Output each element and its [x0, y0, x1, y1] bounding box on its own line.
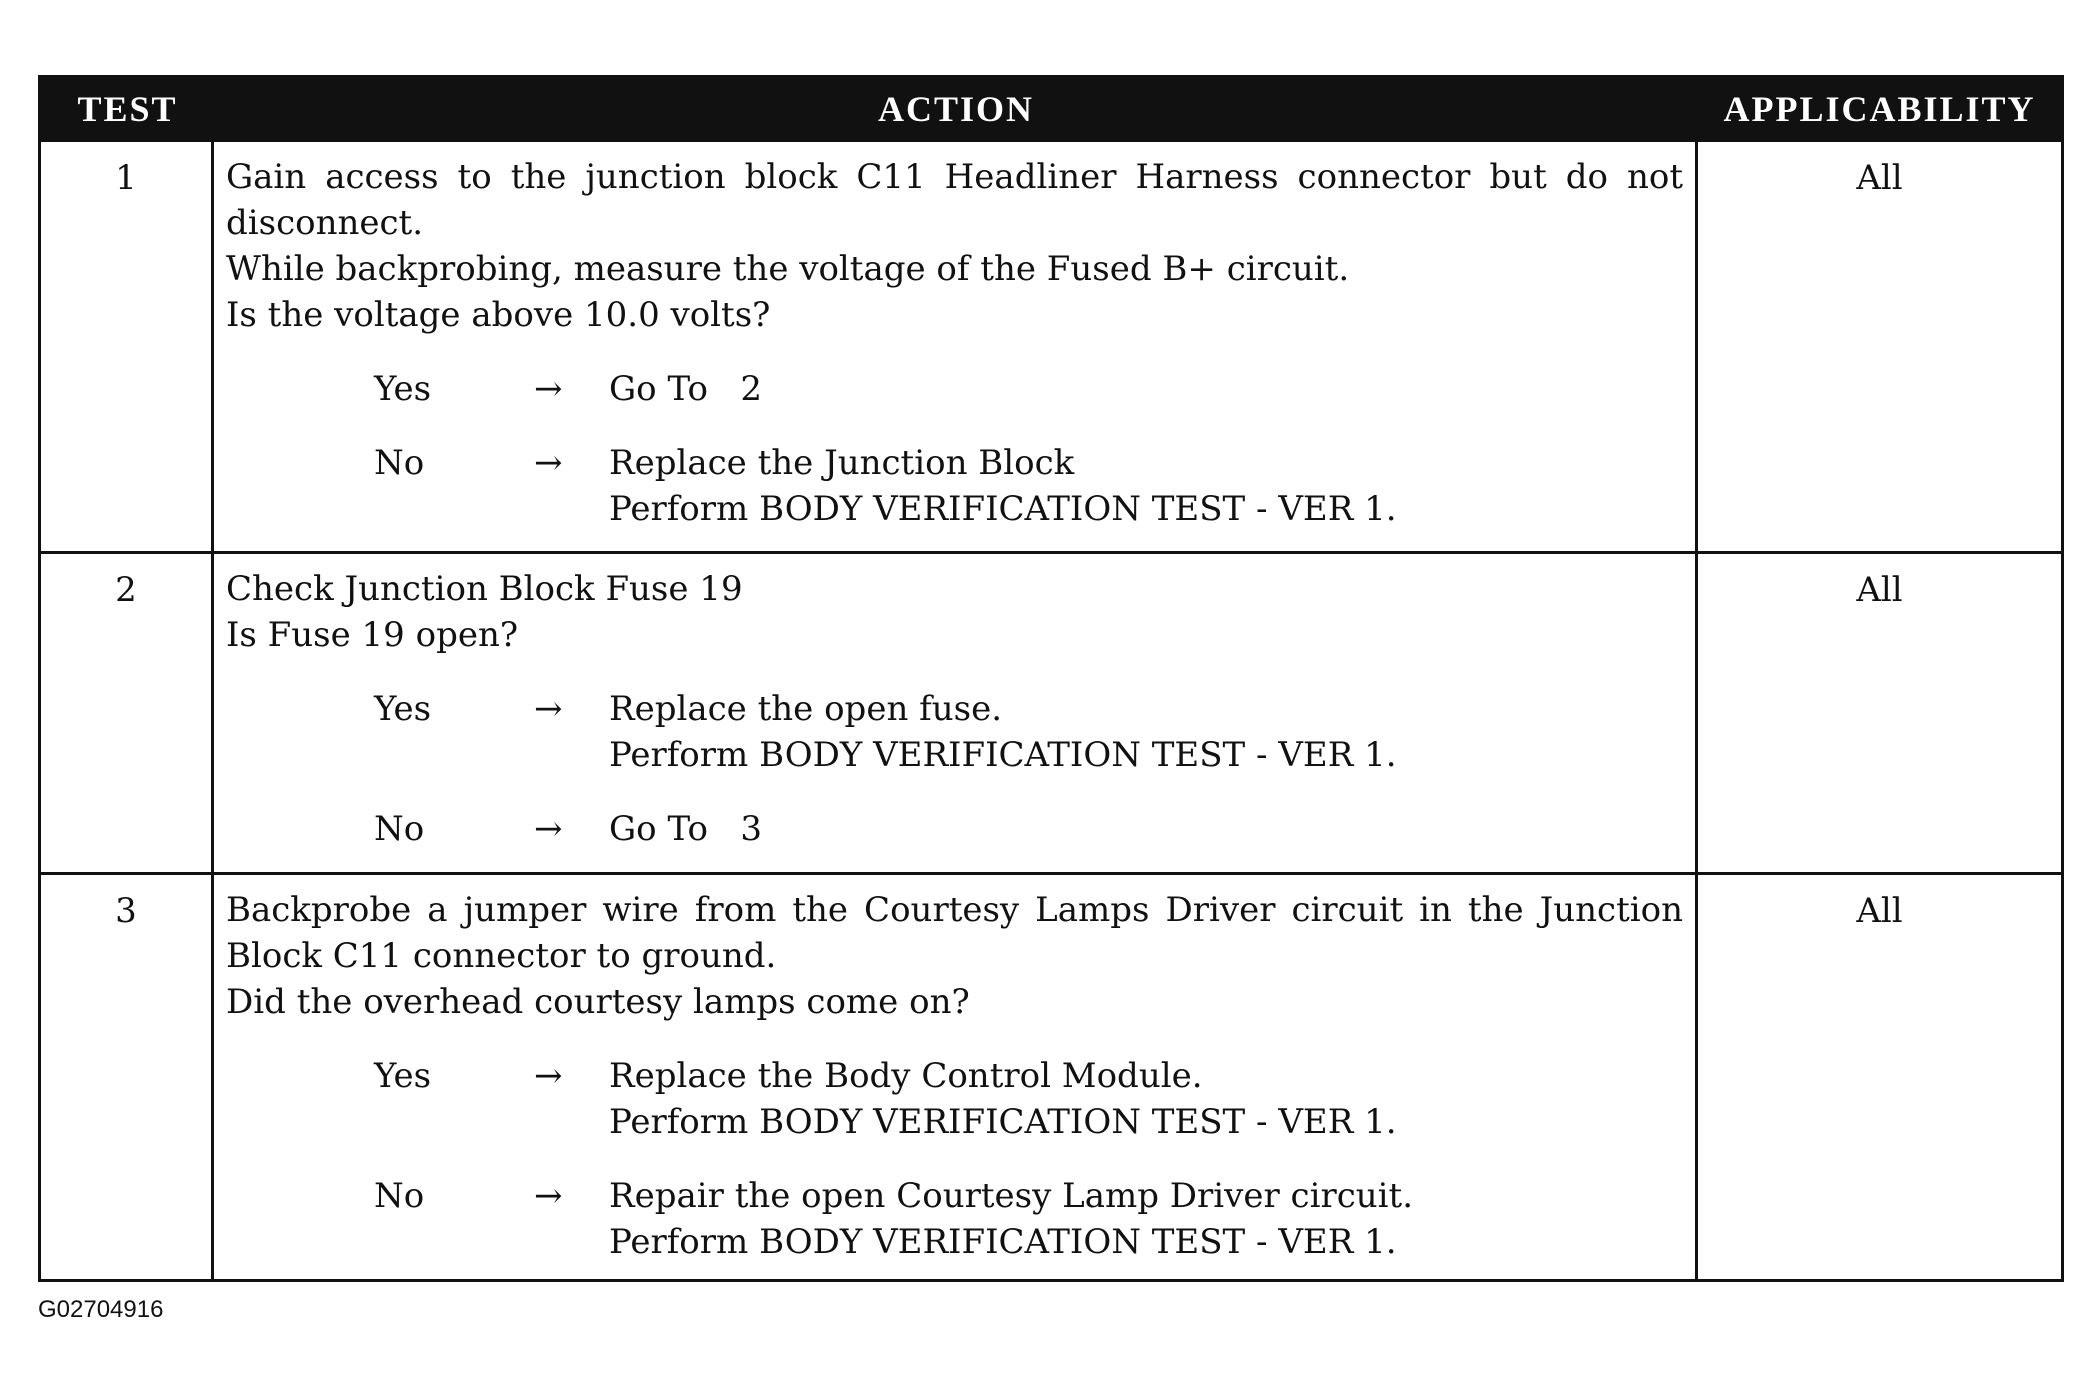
yes-label: Yes [374, 1056, 432, 1096]
arrow-icon: → [534, 369, 563, 409]
arrow-icon: → [534, 809, 563, 849]
no-answer: No → Replace the Junction Block Perform … [226, 440, 1683, 532]
diagnostic-test-table: TEST ACTION APPLICABILITY 1 Gain access … [38, 75, 2064, 1282]
table-row: 2 Check Junction Block Fuse 19 Is Fuse 1… [41, 551, 2061, 872]
no-result: Repair the open Courtesy Lamp Driver cir… [609, 1173, 1683, 1265]
applicability-cell: All [1856, 891, 1903, 931]
no-label: No [374, 1176, 425, 1216]
action-cell: Gain access to the junction block C11 He… [214, 142, 1698, 551]
no-answer: No → Go To 3 [226, 806, 1683, 852]
yes-result: Replace the Body Control Module. Perform… [609, 1053, 1683, 1145]
action-line: Is Fuse 19 open? [226, 615, 519, 655]
action-line: While backprobing, measure the voltage o… [226, 249, 1350, 289]
result-line: Perform BODY VERIFICATION TEST - VER 1. [609, 735, 1397, 775]
yes-answer: Yes → Go To 2 [226, 366, 1683, 412]
no-result: Replace the Junction Block Perform BODY … [609, 440, 1683, 532]
applicability-cell: All [1856, 570, 1903, 610]
result-line: Replace the Body Control Module. [609, 1056, 1203, 1096]
arrow-icon: → [534, 1056, 563, 1096]
header-action: ACTION [877, 88, 1035, 129]
action-line: Did the overhead courtesy lamps come on? [226, 982, 970, 1022]
result-line: Perform BODY VERIFICATION TEST - VER 1. [609, 489, 1397, 529]
arrow-icon: → [534, 1176, 563, 1216]
applicability-cell: All [1856, 158, 1903, 198]
action-cell: Backprobe a jumper wire from the Courtes… [214, 875, 1698, 1279]
result-line: Replace the Junction Block [609, 443, 1075, 483]
result-line: Go To 2 [609, 369, 762, 409]
table-row: 1 Gain access to the junction block C11 … [41, 139, 2061, 551]
action-line: Gain access to the junction block C11 He… [226, 157, 1683, 243]
arrow-icon: → [534, 689, 563, 729]
no-label: No [374, 443, 425, 483]
figure-id: G02704916 [38, 1296, 164, 1323]
yes-result: Replace the open fuse. Perform BODY VERI… [609, 686, 1683, 778]
result-line: Perform BODY VERIFICATION TEST - VER 1. [609, 1222, 1397, 1262]
action-line: Check Junction Block Fuse 19 [226, 569, 743, 609]
yes-label: Yes [374, 369, 432, 409]
action-cell: Check Junction Block Fuse 19 Is Fuse 19 … [214, 554, 1698, 872]
result-line: Repair the open Courtesy Lamp Driver cir… [609, 1176, 1414, 1216]
table-header: TEST ACTION APPLICABILITY [41, 78, 2061, 139]
test-number: 1 [41, 142, 214, 551]
test-number: 2 [41, 554, 214, 872]
result-line: Perform BODY VERIFICATION TEST - VER 1. [609, 1102, 1397, 1142]
test-number: 3 [41, 875, 214, 1279]
no-label: No [374, 809, 425, 849]
result-line: Replace the open fuse. [609, 689, 1003, 729]
yes-answer: Yes → Replace the open fuse. Perform BOD… [226, 686, 1683, 778]
yes-result: Go To 2 [609, 366, 1683, 412]
result-line: Go To 3 [609, 809, 762, 849]
yes-answer: Yes → Replace the Body Control Module. P… [226, 1053, 1683, 1145]
action-line: Is the voltage above 10.0 volts? [226, 295, 771, 335]
yes-label: Yes [374, 689, 432, 729]
table-row: 3 Backprobe a jumper wire from the Court… [41, 872, 2061, 1279]
header-test: TEST [77, 88, 178, 129]
action-line: Backprobe a jumper wire from the Courtes… [226, 890, 1683, 976]
no-result: Go To 3 [609, 806, 1683, 852]
no-answer: No → Repair the open Courtesy Lamp Drive… [226, 1173, 1683, 1265]
header-applicability: APPLICABILITY [1723, 88, 2036, 129]
arrow-icon: → [534, 443, 563, 483]
